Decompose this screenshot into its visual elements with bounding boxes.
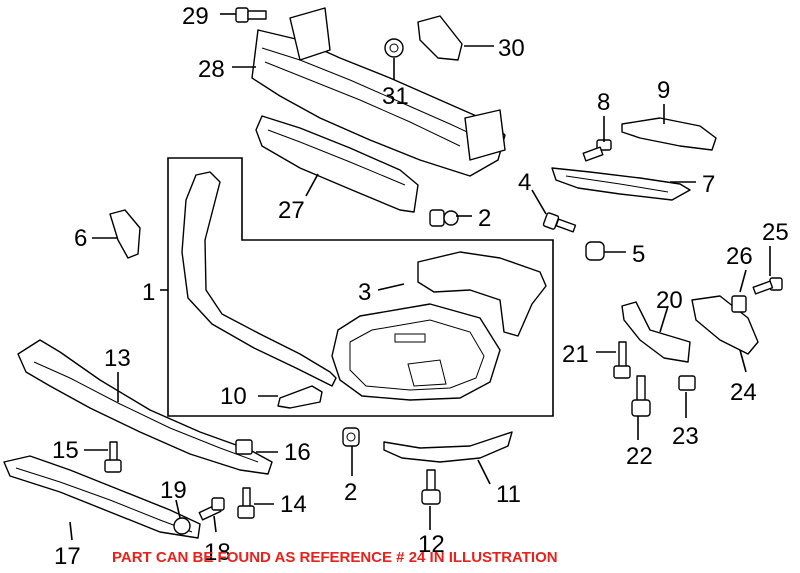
bolt-4 (542, 212, 577, 233)
callout-10: 10 (220, 383, 247, 410)
callout-30: 30 (498, 35, 525, 62)
nut-5 (585, 241, 605, 261)
nut-16 (235, 439, 253, 455)
callout-17: 17 (54, 543, 81, 570)
bolt-21 (613, 341, 631, 379)
callout-2-lower: 2 (344, 479, 357, 506)
callout-1: 1 (142, 279, 155, 306)
bolt-25 (752, 277, 783, 295)
bolt-22 (631, 375, 651, 417)
callout-6: 6 (74, 225, 87, 252)
callout-25: 25 (762, 219, 789, 246)
callout-31: 31 (382, 83, 409, 110)
callout-20: 20 (656, 287, 683, 314)
bumper-bracket-3 (417, 251, 547, 337)
reference-note: PART CAN BE FOUND AS REFERENCE # 24 IN I… (112, 549, 558, 566)
lower-cover-13 (17, 339, 273, 475)
trim-10 (277, 385, 323, 409)
clip-2-upper (429, 209, 459, 227)
leader-lines (69, 13, 771, 541)
bumper-group-frame (167, 157, 554, 417)
callout-22: 22 (626, 443, 653, 470)
callout-26: 26 (726, 243, 753, 270)
callout-2-upper: 2 (478, 205, 491, 232)
bracket-30 (417, 15, 463, 61)
nut-26 (731, 295, 747, 313)
callout-18: 18 (204, 539, 231, 566)
trim-11 (383, 431, 513, 463)
bolt-8 (582, 139, 612, 162)
bracket-20 (621, 301, 691, 363)
callout-7: 7 (702, 171, 715, 198)
bolt-12 (421, 469, 441, 505)
bracket-9 (621, 117, 717, 151)
callout-3: 3 (358, 279, 371, 306)
reinforcement-beam (251, 7, 506, 177)
callout-29: 29 (182, 3, 209, 30)
callout-21: 21 (562, 341, 589, 368)
callout-16: 16 (284, 439, 311, 466)
callout-5: 5 (632, 241, 645, 268)
nut-23 (678, 375, 696, 391)
callout-28: 28 (198, 56, 225, 83)
bracket-6 (109, 209, 141, 259)
callout-14: 14 (280, 491, 307, 518)
callout-27: 27 (278, 197, 305, 224)
nut-31 (384, 38, 404, 58)
callout-19: 19 (160, 477, 187, 504)
callout-12: 12 (418, 531, 445, 558)
callout-23: 23 (672, 423, 699, 450)
clip-2-lower (342, 427, 360, 447)
callout-15: 15 (52, 437, 79, 464)
callout-11: 11 (496, 481, 521, 508)
bolt-14 (237, 487, 255, 519)
bolt-15 (104, 441, 122, 473)
callout-4: 4 (518, 169, 531, 196)
bolt-29 (235, 7, 267, 23)
callout-8: 8 (597, 89, 610, 116)
bracket-24 (691, 295, 759, 355)
nut-19 (173, 517, 191, 535)
energy-absorber (255, 115, 419, 213)
callout-labels: 29 28 31 30 8 9 7 27 2 4 6 5 26 25 1 3 2… (52, 3, 789, 570)
callout-13: 13 (104, 345, 131, 372)
callout-9: 9 (657, 77, 670, 104)
bumper-cover (181, 171, 501, 401)
bolt-18 (198, 497, 225, 521)
callout-24: 24 (730, 379, 757, 406)
